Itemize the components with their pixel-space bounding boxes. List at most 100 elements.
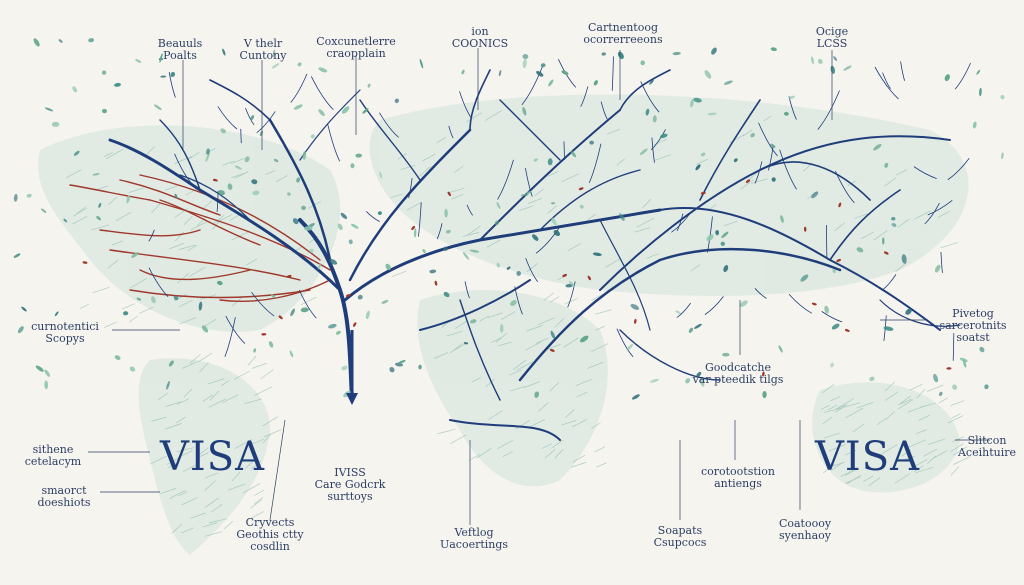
- hatch-stroke: [835, 404, 848, 410]
- hatch-stroke: [130, 277, 148, 289]
- leaf: [419, 58, 424, 69]
- hatch-stroke: [487, 312, 503, 319]
- leaf: [715, 229, 720, 236]
- hatch-stroke: [497, 341, 512, 347]
- twig: [148, 267, 169, 297]
- hatch-stroke: [570, 461, 587, 468]
- hatch-stroke: [199, 362, 209, 373]
- leaf: [377, 211, 382, 215]
- twig: [779, 149, 797, 190]
- leaf: [856, 247, 864, 253]
- leaf: [270, 294, 275, 298]
- twig: [216, 190, 219, 213]
- hatch-stroke: [937, 211, 950, 218]
- twig: [497, 159, 514, 200]
- hatch-stroke: [107, 259, 119, 269]
- leaf: [720, 241, 725, 246]
- hatch-stroke: [900, 456, 915, 462]
- twig: [825, 224, 828, 259]
- hatch-stroke: [824, 407, 842, 413]
- hatch-stroke: [204, 497, 219, 508]
- hatch-stroke: [181, 527, 194, 534]
- hatch-stroke: [389, 193, 403, 199]
- leaf: [640, 60, 645, 66]
- hatch-stroke: [176, 398, 189, 405]
- leaf: [461, 69, 465, 75]
- leaf: [533, 158, 538, 162]
- leaf: [873, 143, 882, 151]
- hatch-stroke: [899, 395, 911, 404]
- hatch-stroke: [252, 438, 265, 445]
- leaf: [205, 153, 210, 162]
- hatch-stroke: [92, 286, 110, 294]
- hatch-stroke: [654, 154, 671, 161]
- leaf: [328, 323, 337, 329]
- leaf: [762, 391, 767, 399]
- hatch-stroke: [527, 419, 546, 429]
- twig: [947, 157, 970, 181]
- hatch-stroke: [450, 193, 464, 200]
- leaf: [153, 104, 162, 111]
- leaf: [168, 360, 174, 367]
- leaf: [570, 150, 577, 158]
- leaf: [40, 208, 47, 213]
- hatch-stroke: [178, 244, 196, 250]
- leaf: [496, 262, 501, 268]
- leaf: [548, 79, 554, 87]
- hatch-stroke: [201, 200, 213, 210]
- leaf: [534, 391, 539, 398]
- leaf: [843, 65, 852, 71]
- leaf: [494, 220, 500, 226]
- leaf: [733, 158, 738, 163]
- hatch-stroke: [535, 337, 549, 344]
- leaf: [739, 300, 748, 307]
- hatch-stroke: [251, 362, 267, 369]
- leaf: [652, 115, 657, 123]
- hatch-stroke: [844, 402, 861, 408]
- leaf: [704, 70, 712, 79]
- hatch-stroke: [73, 206, 87, 217]
- hatch-stroke: [742, 129, 753, 137]
- twig: [436, 223, 443, 240]
- red-leaf: [345, 294, 351, 297]
- red-leaf: [587, 275, 591, 281]
- hatch-stroke: [547, 205, 558, 214]
- red-leaf: [261, 333, 267, 336]
- hatch-stroke: [247, 511, 265, 521]
- twig: [525, 258, 539, 283]
- leaf: [649, 79, 654, 85]
- continent-washes: [38, 94, 969, 555]
- hatch-stroke: [190, 512, 206, 519]
- hatch-stroke: [586, 213, 596, 222]
- twig: [676, 302, 691, 318]
- leaf: [469, 249, 480, 253]
- hatch-stroke: [168, 243, 184, 250]
- hatch-stroke: [103, 152, 113, 158]
- hatch-stroke: [512, 359, 527, 370]
- leaf: [976, 69, 981, 75]
- hatch-stroke: [245, 460, 255, 469]
- leaf: [463, 342, 469, 345]
- hatch-stroke: [139, 306, 154, 314]
- hatch-stroke: [751, 178, 768, 184]
- leaf: [271, 63, 280, 69]
- hatch-stroke: [516, 361, 533, 371]
- hatch-stroke: [76, 207, 88, 215]
- hatch-stroke: [914, 459, 928, 467]
- hatch-stroke: [526, 325, 543, 332]
- leaf: [891, 217, 896, 221]
- leaf: [101, 70, 107, 75]
- hatch-stroke: [231, 297, 243, 307]
- leaf: [357, 294, 363, 300]
- hatch-stroke: [488, 410, 503, 420]
- leaf: [631, 394, 640, 400]
- hatch-stroke: [79, 303, 90, 309]
- leaf: [891, 223, 897, 227]
- leaf: [1000, 94, 1005, 100]
- leaf: [830, 362, 834, 368]
